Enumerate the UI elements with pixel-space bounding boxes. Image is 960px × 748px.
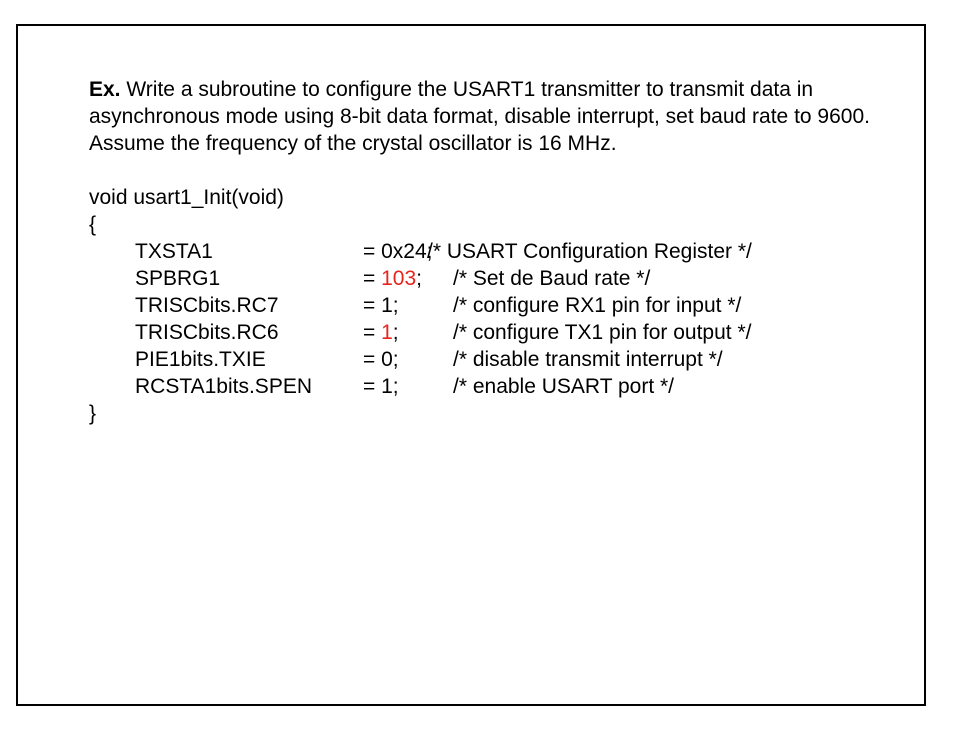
statement-comment: /* enable USART port */ xyxy=(453,375,675,398)
function-signature: void usart1_Init(void) xyxy=(89,186,284,209)
close-brace: } xyxy=(89,402,97,425)
open-brace: { xyxy=(89,213,97,236)
statement-target: RCSTA1bits.SPEN xyxy=(135,375,312,398)
assign-prefix: = xyxy=(363,348,382,371)
statement-assignment: = 1; xyxy=(363,373,399,400)
assign-prefix: = xyxy=(363,267,382,290)
problem-statement: Ex. Write a subroutine to configure the … xyxy=(89,76,889,157)
statement-comment: /* disable transmit interrupt */ xyxy=(453,348,723,371)
statement-comment: /* configure TX1 pin for output */ xyxy=(453,321,752,344)
statement-target: PIE1bits.TXIE xyxy=(135,348,266,371)
assign-prefix: = xyxy=(363,240,382,263)
statement-target: TRISCbits.RC7 xyxy=(135,294,279,317)
assign-value: 0x24; xyxy=(381,240,433,263)
statement-assignment: = 0; xyxy=(363,346,399,373)
code-statement-spbrg1: SPBRG1 = 103; /* Set de Baud rate */ xyxy=(89,265,889,292)
slide-frame xyxy=(16,24,926,706)
statement-assignment: = 1; xyxy=(363,292,399,319)
code-statement-trisc-rc7: TRISCbits.RC7 = 1; /* configure RX1 pin … xyxy=(89,292,889,319)
assign-value: 0; xyxy=(381,348,399,371)
statement-comment: /* USART Configuration Register */ xyxy=(427,240,752,263)
code-statement-pie1-txie: PIE1bits.TXIE = 0; /* disable transmit i… xyxy=(89,346,889,373)
statement-comment: /* configure RX1 pin for input */ xyxy=(453,294,742,317)
code-statement-trisc-rc6: TRISCbits.RC6 = 1; /* configure TX1 pin … xyxy=(89,319,889,346)
statement-assignment: = 1; xyxy=(363,319,399,346)
assign-prefix: = xyxy=(363,294,382,317)
assign-suffix: ; xyxy=(392,321,399,344)
problem-text: Write a subroutine to configure the USAR… xyxy=(89,78,870,155)
assign-suffix: ; xyxy=(416,267,422,290)
code-block: void usart1_Init(void) { TXSTA1 = 0x24; … xyxy=(89,184,889,427)
statement-target: TRISCbits.RC6 xyxy=(135,321,279,344)
highlighted-value: 103 xyxy=(381,267,417,290)
statement-target: TXSTA1 xyxy=(135,240,213,263)
assign-prefix: = xyxy=(363,321,382,344)
statement-assignment: = 103; xyxy=(363,265,422,292)
statement-comment: /* Set de Baud rate */ xyxy=(453,267,651,290)
assign-prefix: = xyxy=(363,375,382,398)
assign-value: 1; xyxy=(381,375,399,398)
slide-content: Ex. Write a subroutine to configure the … xyxy=(89,76,889,427)
code-statement-rcsta1-spen: RCSTA1bits.SPEN = 1; /* enable USART por… xyxy=(89,373,889,400)
highlighted-value: 1 xyxy=(381,321,393,344)
statement-target: SPBRG1 xyxy=(135,267,221,290)
statement-assignment: = 0x24; xyxy=(363,238,432,265)
code-statement-txsta1: TXSTA1 = 0x24; /* USART Configuration Re… xyxy=(89,238,889,265)
assign-value: 1; xyxy=(381,294,399,317)
problem-label: Ex. xyxy=(89,78,121,101)
